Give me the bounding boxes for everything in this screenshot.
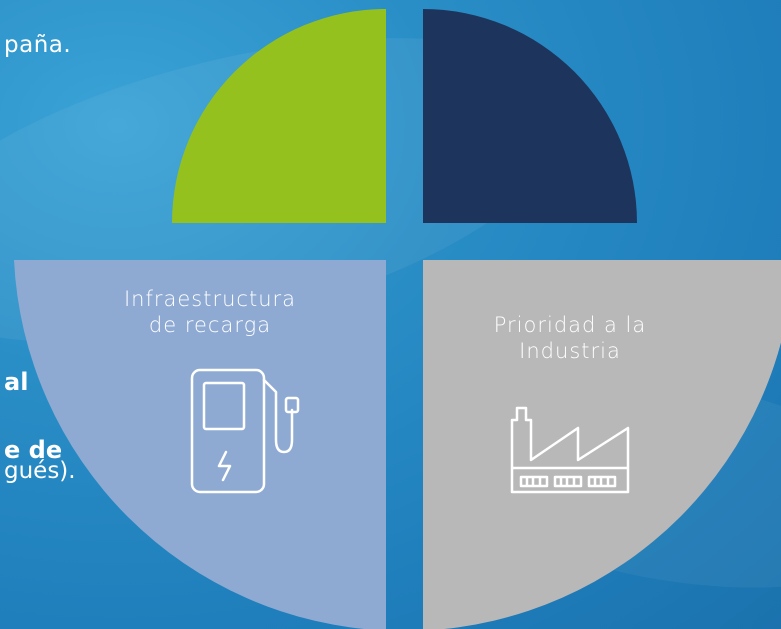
quadrant-label-infraestructura: Infraestructura de recarga [75,286,345,338]
text-fragment-top: paña. [4,32,72,58]
label-line: Infraestructura [123,287,297,311]
quadrant-top-left [172,9,386,223]
label-line: Prioridad a la [493,313,647,337]
quadrant-bottom-left [14,260,386,629]
label-line: Industria [519,339,621,363]
text-fragment-bold-2: e de [4,436,63,464]
charging-station-icon [190,368,300,494]
quadrant-label-industria: Prioridad a la Industria [455,312,685,364]
text-fragment-end: gués). [4,458,76,484]
factory-icon [510,406,630,494]
label-line: de recarga [148,313,272,337]
quadrant-top-right [423,9,637,223]
text-fragment-bold-1: al [4,368,29,396]
